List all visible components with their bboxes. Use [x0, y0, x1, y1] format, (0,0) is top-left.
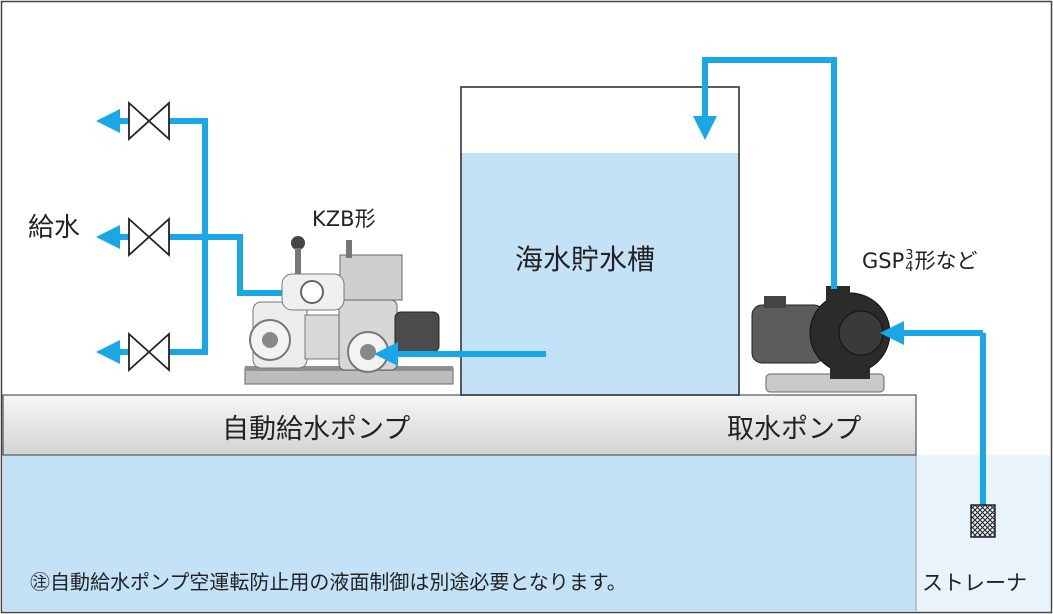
- tank-label: 海水貯水槽: [515, 243, 656, 276]
- supply-piping: [96, 109, 305, 364]
- strainer-label: ストレーナ: [922, 571, 1027, 595]
- note-label: ㊟自動給水ポンプ空運転防止用の液面制御は別途必要となります。: [30, 570, 627, 594]
- supply-label: 給水: [28, 213, 81, 243]
- gate-valve-icon: [128, 100, 170, 142]
- auto-pump-label: 自動給水ポンプ: [222, 414, 411, 445]
- gate-valve-icon: [128, 331, 170, 373]
- intake-piping: [693, 57, 986, 505]
- gsp-model-suffix: 形など: [914, 249, 978, 273]
- intake-pump-label: 取水ポンプ: [727, 414, 862, 445]
- gate-valve-icon: [128, 216, 170, 258]
- gsp-model-prefix: GSP: [862, 249, 905, 273]
- sea-water-area: [3, 455, 916, 611]
- centrifugal-pump-icon: [751, 286, 891, 393]
- strainer-icon: [970, 504, 996, 538]
- pump-platform: [2, 394, 917, 456]
- booster-pump-unit-icon: [244, 236, 454, 385]
- sea-water-tank: [460, 86, 740, 396]
- kzb-model-label: KZB形: [312, 207, 376, 231]
- gsp-fraction-bottom: 4: [905, 260, 914, 275]
- gsp-fraction-top: 3: [905, 248, 914, 263]
